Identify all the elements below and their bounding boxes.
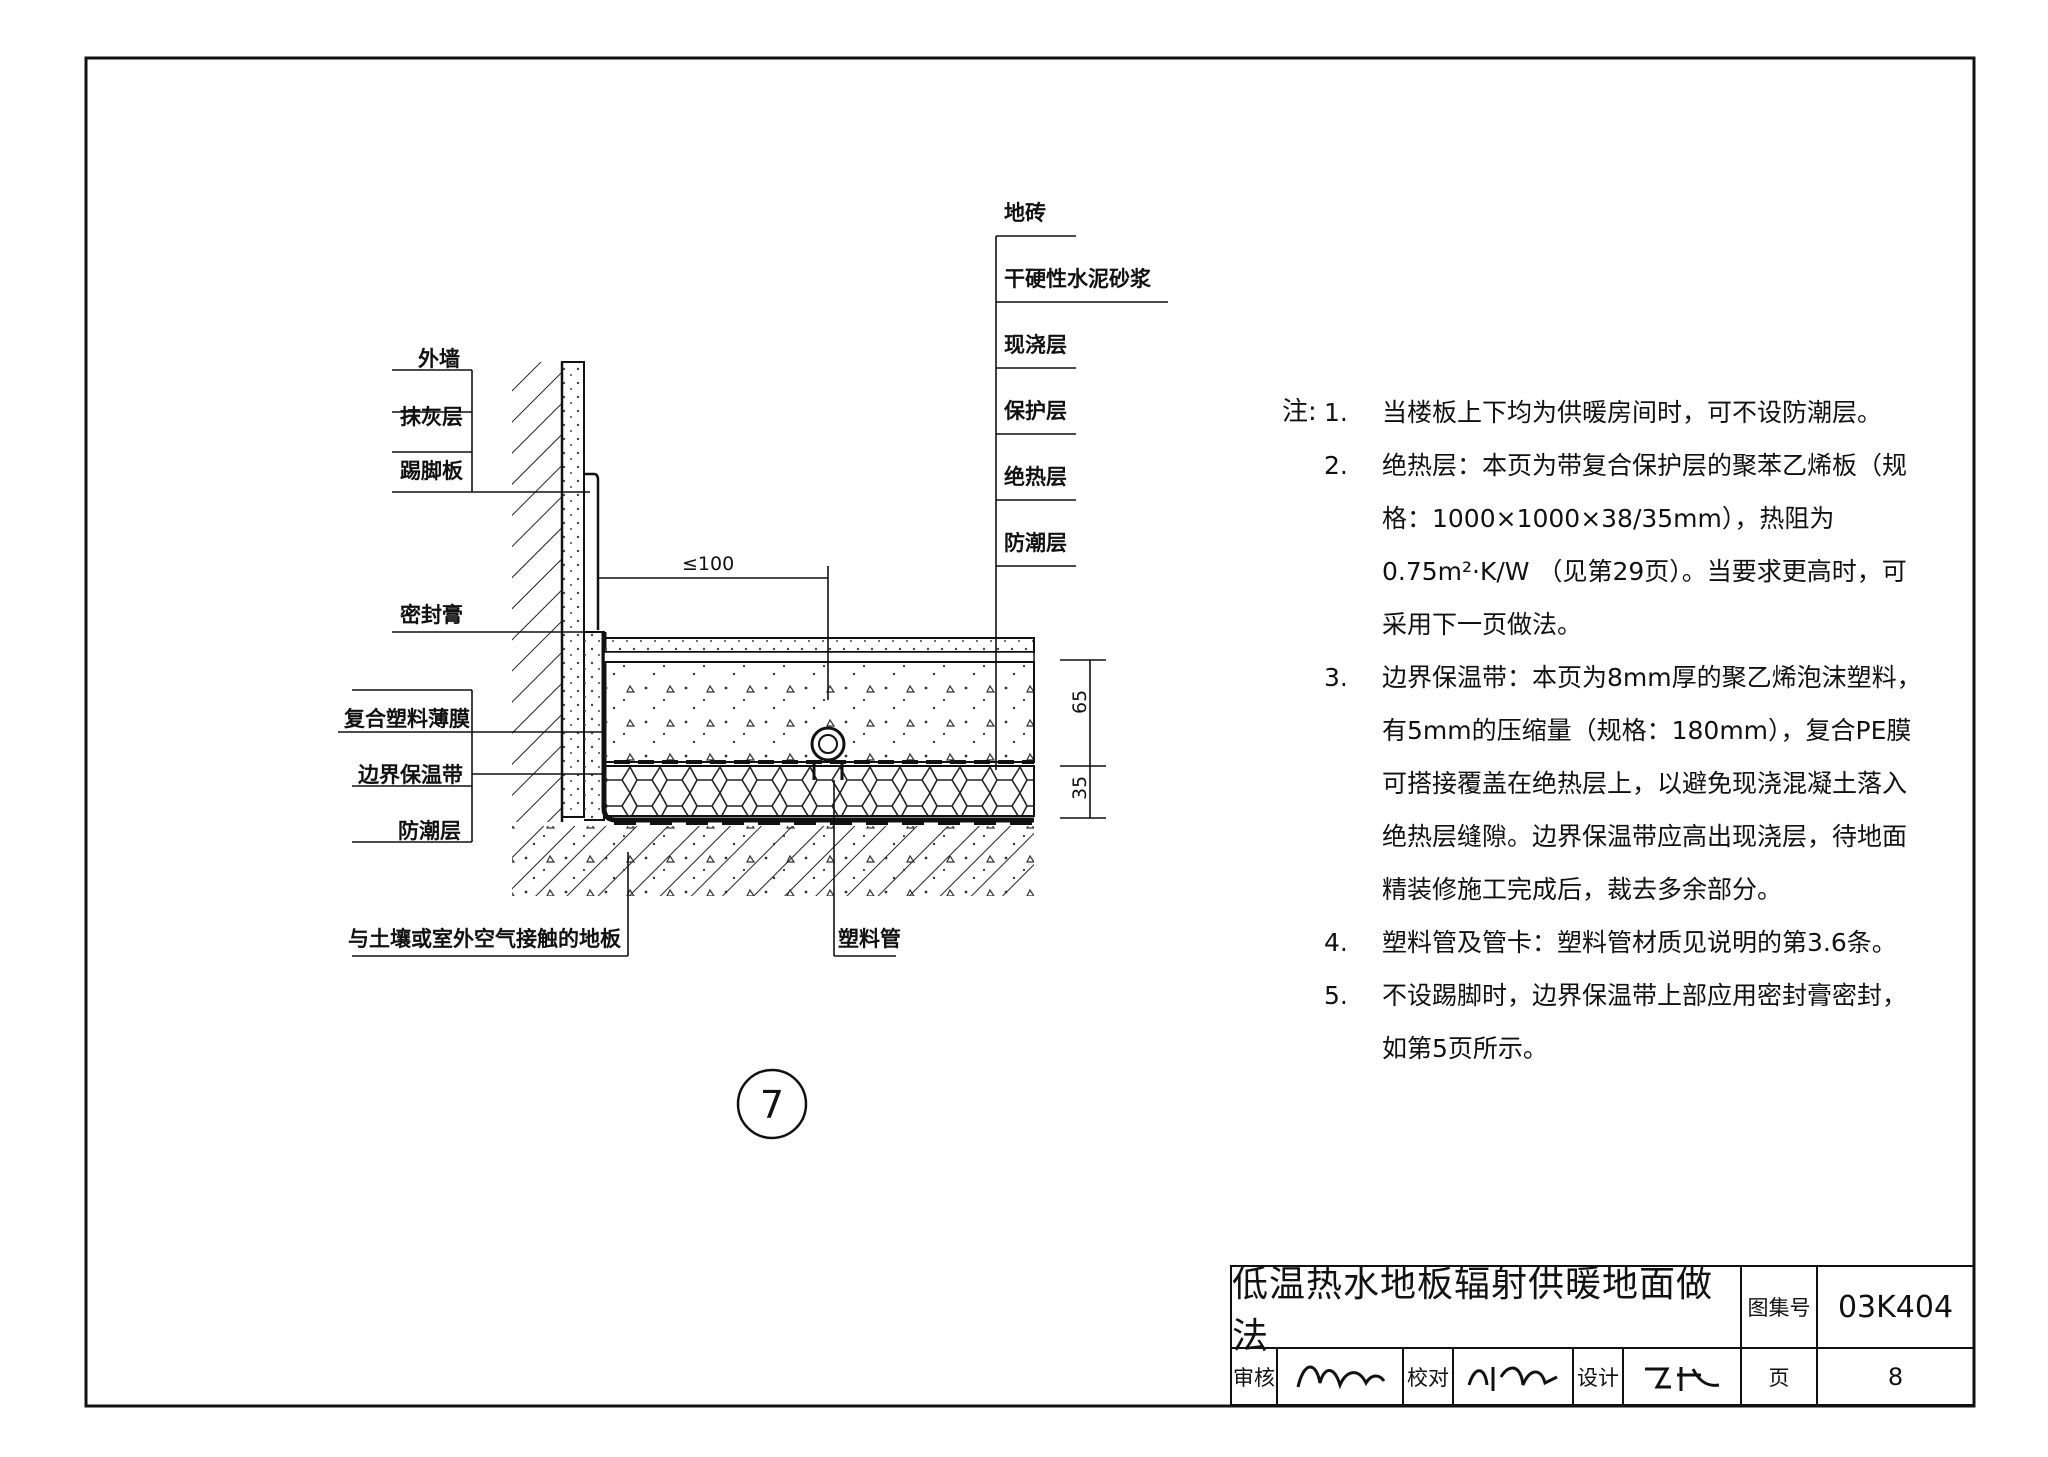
review-signature xyxy=(1276,1347,1404,1406)
note-text: 边界保温带：本页为8mm厚的聚乙烯泡沫塑料，有5mm的压缩量（规格：180mm）… xyxy=(1382,663,1922,904)
detail-number: 7 xyxy=(760,1083,784,1127)
label-moisture-barrier: 防潮层 xyxy=(398,819,461,843)
floor-tile-layer xyxy=(603,637,1035,653)
sheet-border xyxy=(84,56,1976,1408)
label-cast-layer: 现浇层 xyxy=(1004,333,1067,357)
label-skirting-board: 踢脚板 xyxy=(400,459,464,483)
note-number: 4. xyxy=(1324,928,1348,957)
label-plastic-pipe: 塑料管 xyxy=(838,927,901,951)
notes-head: 注: xyxy=(1282,397,1317,427)
label-floor-tile: 地砖 xyxy=(1004,201,1046,225)
note-text: 当楼板上下均为供暖房间时，可不设防潮层。 xyxy=(1382,398,1883,427)
dimension-top: ≤100 xyxy=(682,553,734,575)
page-number: 8 xyxy=(1816,1347,1975,1406)
label-protective-layer: 保护层 xyxy=(1003,399,1067,423)
design-signature xyxy=(1622,1347,1742,1406)
insulation-layer xyxy=(603,765,1035,817)
check-label: 校对 xyxy=(1402,1347,1454,1406)
label-sealant: 密封膏 xyxy=(400,603,463,627)
note-number: 2. xyxy=(1324,451,1348,480)
label-moisture-layer: 防潮层 xyxy=(1004,531,1067,555)
right-leader-lines xyxy=(995,235,1168,770)
notes-block: 注: 1. 当楼板上下均为供暖房间时，可不设防潮层。 2. 绝热层：本页为带复合保护层… xyxy=(1282,386,1922,1075)
mortar-layer xyxy=(603,651,1035,663)
label-edge-insulation-strip: 边界保温带 xyxy=(358,763,463,787)
skirting-board xyxy=(584,472,600,630)
note-text: 塑料管及管卡：塑料管材质见说明的第3.6条。 xyxy=(1382,928,1897,957)
label-composite-film: 复合塑料薄膜 xyxy=(343,707,470,731)
drawing-title: 低温热水地板辐射供暖地面做法 xyxy=(1230,1264,1742,1357)
check-signature xyxy=(1452,1347,1574,1406)
atlas-number: 03K404 xyxy=(1816,1265,1975,1349)
design-label: 设计 xyxy=(1572,1347,1624,1406)
plastic-pipe-icon xyxy=(810,726,846,780)
label-floor-slab: 与土壤或室外空气接触的地板 xyxy=(348,927,622,951)
note-item: 5. 不设踢脚时，边界保温带上部应用密封膏密封，如第5页所示。 xyxy=(1324,969,1922,1075)
exterior-wall xyxy=(512,362,564,822)
review-label: 审核 xyxy=(1230,1347,1278,1406)
note-number: 1. xyxy=(1324,398,1348,427)
label-mortar: 干硬性水泥砂浆 xyxy=(1004,267,1152,291)
note-number: 3. xyxy=(1324,663,1348,692)
note-number: 5. xyxy=(1324,981,1348,1010)
detail-bubble xyxy=(736,1068,808,1140)
floor-slab xyxy=(512,826,1034,896)
plaster-layer xyxy=(561,361,585,818)
label-exterior-wall: 外墙 xyxy=(418,347,460,371)
note-item: 2. 绝热层：本页为带复合保护层的聚苯乙烯板（规格：1000×1000×38/35… xyxy=(1324,439,1922,651)
dimension-lines xyxy=(598,566,1106,819)
note-item: 4. 塑料管及管卡：塑料管材质见说明的第3.6条。 xyxy=(1324,916,1922,969)
note-item: 1. 当楼板上下均为供暖房间时，可不设防潮层。 xyxy=(1324,386,1922,439)
note-text: 不设踢脚时，边界保温带上部应用密封膏密封，如第5页所示。 xyxy=(1382,981,1908,1063)
note-text: 绝热层：本页为带复合保护层的聚苯乙烯板（规格：1000×1000×38/35mm… xyxy=(1382,451,1908,639)
atlas-label: 图集号 xyxy=(1740,1265,1818,1349)
label-plaster-layer: 抹灰层 xyxy=(400,405,463,429)
dimension-35: 35 xyxy=(1069,776,1091,800)
notes-list: 1. 当楼板上下均为供暖房间时，可不设防潮层。 2. 绝热层：本页为带复合保护层的聚苯… xyxy=(1282,386,1922,1075)
title-block: 低温热水地板辐射供暖地面做法 图集号 03K404 审核 校对 设计 页 8 xyxy=(1230,1264,1975,1406)
dimension-65: 65 xyxy=(1069,690,1091,714)
page-label: 页 xyxy=(1740,1347,1818,1406)
note-item: 3. 边界保温带：本页为8mm厚的聚乙烯泡沫塑料，有5mm的压缩量（规格：180m… xyxy=(1324,651,1922,916)
left-leader-lines xyxy=(338,369,896,957)
label-insulation-layer: 绝热层 xyxy=(1004,465,1067,489)
